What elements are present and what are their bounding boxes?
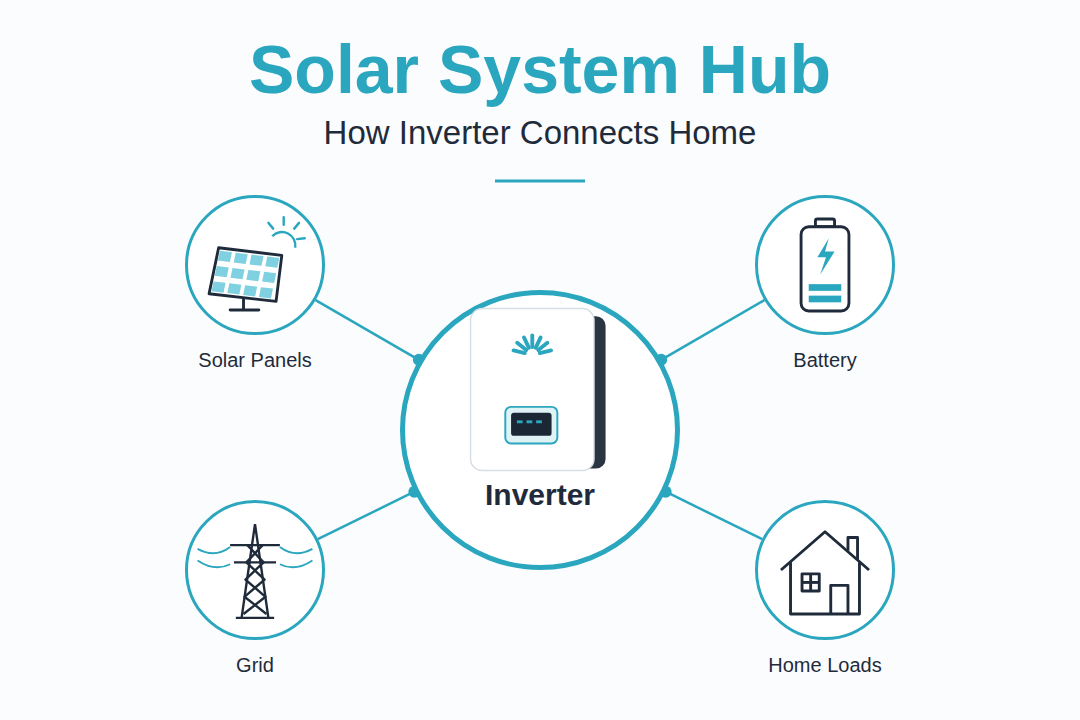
grid-node: Grid (185, 500, 325, 640)
power-tower-icon (188, 503, 322, 637)
subtitle: How Inverter Connects Home (0, 114, 1080, 152)
home-node: Home Loads (755, 500, 895, 640)
battery-icon (758, 198, 892, 332)
connector (655, 300, 764, 366)
house-icon (758, 503, 892, 637)
circle-outline (185, 500, 325, 640)
inverter-node: Inverter (400, 290, 680, 570)
connector (318, 486, 421, 539)
solar-panel-icon (188, 198, 322, 332)
title-rule (495, 180, 585, 183)
circle-outline (755, 195, 895, 335)
node-label: Home Loads (768, 654, 881, 677)
circle-outline (185, 195, 325, 335)
diagram-title: Solar System Hub (0, 30, 1080, 108)
node-label: Battery (793, 349, 856, 372)
node-label: Grid (236, 654, 274, 677)
node-label: Solar Panels (198, 349, 311, 372)
circle-outline (755, 500, 895, 640)
battery-node: Battery (755, 195, 895, 335)
connector (316, 300, 425, 366)
connector (660, 486, 763, 539)
solar-node: Solar Panels (185, 195, 325, 335)
inverter-device-icon (405, 295, 675, 565)
circle-outline (400, 290, 680, 570)
node-label: Inverter (485, 478, 595, 512)
